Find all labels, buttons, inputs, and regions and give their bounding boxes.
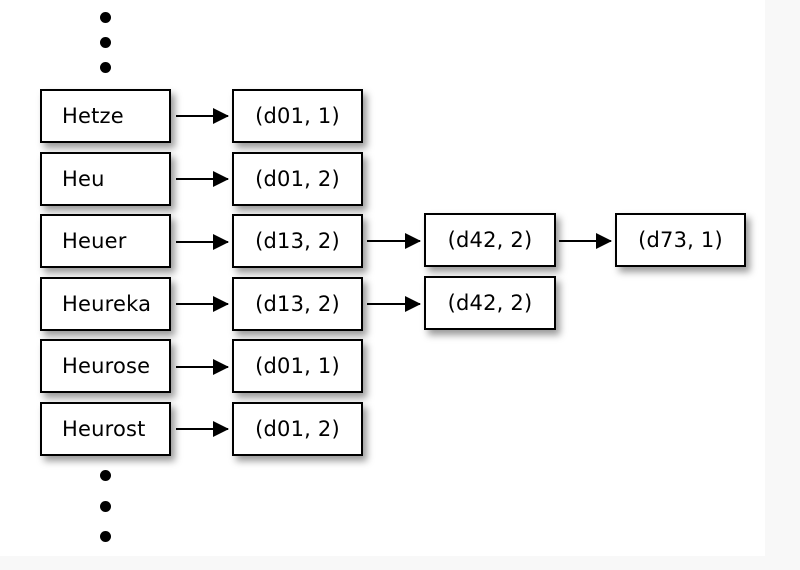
posting-box-c2-r2: (d42, 2) bbox=[424, 276, 556, 330]
arrow-term-to-posting-4 bbox=[176, 296, 229, 312]
arrow-posting-c2r1-to-c3r1 bbox=[559, 233, 612, 249]
ellipsis-top-dot-3 bbox=[100, 62, 111, 73]
term-box-hetze: Hetze bbox=[40, 89, 171, 143]
page-edge-bottom bbox=[0, 556, 800, 570]
term-box-heureka: Heureka bbox=[40, 277, 171, 331]
arrow-term-to-posting-2 bbox=[176, 171, 229, 187]
term-box-heu: Heu bbox=[40, 152, 171, 206]
ellipsis-bottom-dot-1 bbox=[100, 470, 111, 481]
arrow-posting-c1r4-to-c2r2 bbox=[367, 296, 421, 312]
ellipsis-top-dot-1 bbox=[100, 12, 111, 23]
posting-box-c1-r2: (d01, 2) bbox=[232, 152, 363, 206]
page-edge-right bbox=[765, 0, 800, 570]
posting-box-c1-r6: (d01, 2) bbox=[232, 402, 363, 456]
arrow-term-to-posting-3 bbox=[176, 234, 229, 250]
posting-box-c2-r1: (d42, 2) bbox=[424, 213, 556, 267]
posting-box-c1-r1: (d01, 1) bbox=[232, 89, 363, 143]
arrow-term-to-posting-5 bbox=[176, 359, 229, 375]
posting-box-c3-r1: (d73, 1) bbox=[615, 213, 746, 267]
arrow-term-to-posting-1 bbox=[176, 108, 229, 124]
posting-box-c1-r3: (d13, 2) bbox=[232, 214, 363, 268]
term-box-heurose: Heurose bbox=[40, 339, 171, 393]
term-box-heuer: Heuer bbox=[40, 214, 171, 268]
posting-box-c1-r5: (d01, 1) bbox=[232, 339, 363, 393]
ellipsis-bottom-dot-2 bbox=[100, 501, 111, 512]
posting-box-c1-r4: (d13, 2) bbox=[232, 277, 363, 331]
arrow-term-to-posting-6 bbox=[176, 421, 229, 437]
arrow-posting-c1r3-to-c2r1 bbox=[367, 233, 421, 249]
ellipsis-top-dot-2 bbox=[100, 37, 111, 48]
ellipsis-bottom-dot-3 bbox=[100, 531, 111, 542]
term-box-heurost: Heurost bbox=[40, 402, 171, 456]
